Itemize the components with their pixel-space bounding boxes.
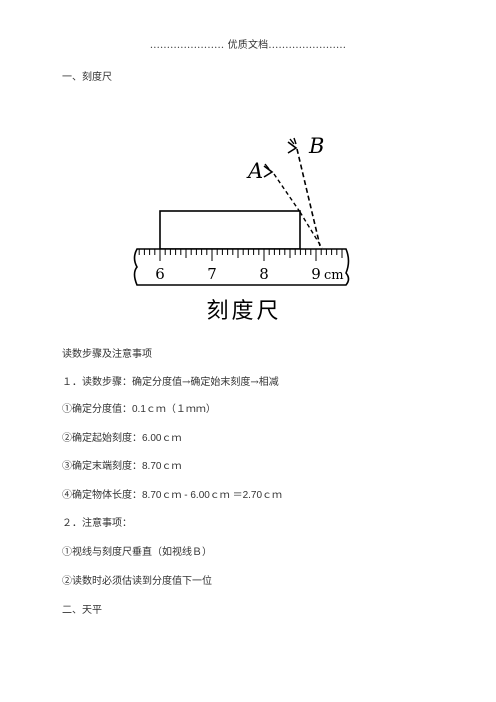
item-1: ①确定分度值：0.1ｃｍ（１ｍｍ） [62,400,216,415]
unit-label: cm [324,268,344,283]
tick-label-6: 6 [155,265,165,283]
label-b: B [308,134,324,158]
label-a: A [246,159,263,183]
tick-label-9: 9 [311,265,321,283]
eye-b-icon [287,137,298,154]
item-3-label: ③确定末端刻度： [62,461,142,472]
tick-label-8: 8 [259,265,269,283]
tick-label-7: 7 [207,265,217,283]
item-3: ③确定末端刻度：8.70ｃｍ [62,457,181,472]
ruler-ticks [138,249,343,261]
note-1: ①视线与刻度尺垂直（如视线Ｂ） [62,547,212,558]
measured-object [159,210,301,250]
ruler-figure: B A 6 7 8 9 cm 刻度尺 [133,134,350,324]
item-4-label: ④确定物体长度： [62,490,142,501]
item-2-value: 6.00ｃｍ [142,433,182,444]
sight-line-a-extension [299,211,323,249]
item-4: ④确定物体长度：8.70ｃｍ - 6.00ｃｍ ＝2.70ｃｍ [62,486,282,501]
item-2-label: ②确定起始刻度： [62,433,142,444]
step-2: ２．注意事项： [62,518,132,529]
ruler-body [133,248,350,286]
section-title-ruler: 一、刻度尺 [62,72,112,83]
item-1-value: 0.1ｃｍ（１ｍｍ） [132,404,216,415]
sight-line-a [273,173,301,213]
page-header: ...................... 优质文档.............… [149,40,347,51]
eye-a-icon [263,163,274,178]
item-4-value: 8.70ｃｍ - 6.00ｃｍ ＝2.70ｃｍ [142,490,283,501]
section-title-balance: 二、天平 [62,605,102,616]
sight-line-b [296,148,321,247]
step-1: １．读数步骤：确定分度值→确定始末刻度→相减 [62,377,279,388]
item-2: ②确定起始刻度：6.00ｃｍ [62,429,181,444]
item-1-label: ①确定分度值： [62,404,132,415]
item-3-value: 8.70ｃｍ [142,461,182,472]
note-2: ②读数时必须估读到分度值下一位 [62,576,212,587]
steps-heading: 读数步骤及注意事项 [62,349,152,360]
figure-caption: 刻度尺 [206,299,281,324]
